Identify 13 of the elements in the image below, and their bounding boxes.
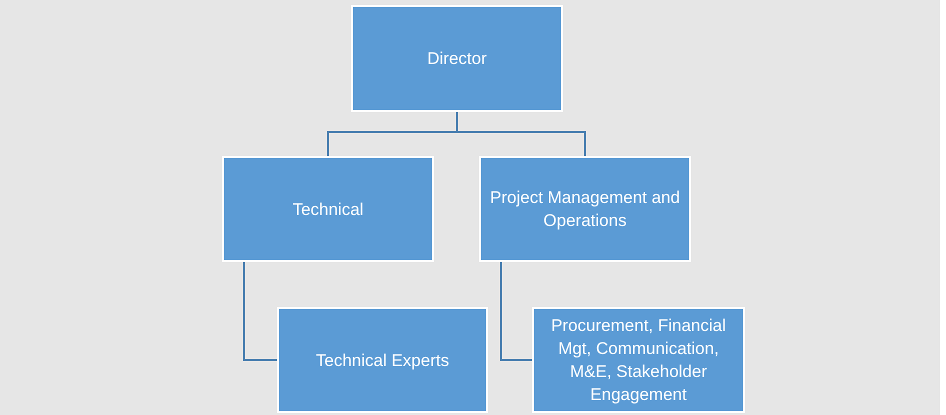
role-box [532, 307, 745, 413]
role-title: Technical Experts [316, 350, 450, 372]
role-title: Technical [292, 198, 364, 220]
role-title: Procurement, Financial Mgt, Communication, M&E, Stakeholder Engagement [550, 315, 727, 406]
role-box [277, 307, 488, 413]
role-title: Project Management and Operations [489, 187, 681, 232]
role-box [479, 156, 691, 262]
role-box [351, 5, 563, 112]
connector-line [456, 112, 586, 156]
connector-line [243, 262, 277, 361]
role-box [222, 156, 434, 262]
connector-line [500, 262, 532, 361]
role-title: Director [427, 48, 487, 70]
